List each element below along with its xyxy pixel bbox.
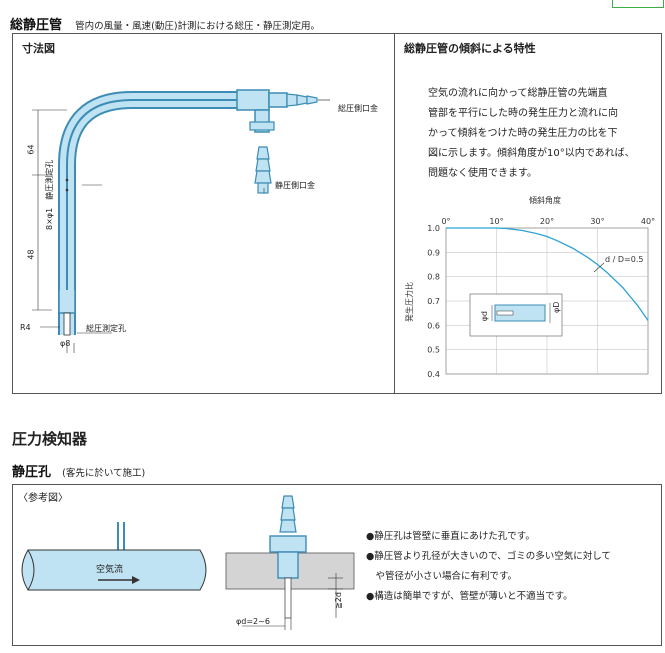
static-holes-label: 8×φ1 静圧測定孔 bbox=[44, 160, 55, 230]
note-item: ●静圧管より孔径が大きいので、ゴミの多い空気に対して bbox=[366, 551, 611, 562]
pipe-center bbox=[66, 99, 237, 335]
x-tick-label: 10° bbox=[489, 217, 503, 226]
y-axis-label: 発生圧力比 bbox=[404, 282, 414, 322]
description-line-4: 図に示します。傾斜角度が10°以内であれば、 bbox=[428, 148, 635, 159]
static-branch-nut bbox=[249, 121, 275, 131]
x-tick-label: 0° bbox=[441, 217, 450, 226]
note-item: ●静圧孔は管壁に垂直にあけた孔です。 bbox=[366, 531, 535, 542]
chart-title: 傾斜角度 bbox=[529, 195, 561, 205]
chart-inset: φd φD bbox=[469, 293, 563, 337]
r4-label: R4 bbox=[20, 323, 31, 332]
total-hole-label: 総圧測定孔 bbox=[86, 324, 126, 333]
hole-diameter-label: φd=2~6 bbox=[236, 617, 270, 626]
description-line-1: 空気の流れに向かって総静圧管の先端直 bbox=[428, 88, 608, 99]
x-tick-label: 20° bbox=[540, 217, 554, 226]
x-tick-labels: 0° 10° 20° 30° 40° bbox=[441, 217, 655, 226]
duct-drawing bbox=[21, 522, 207, 591]
y-tick-label: 0.5 bbox=[427, 346, 440, 355]
dim-48: 48 bbox=[26, 249, 36, 260]
y-tick-label: 0.8 bbox=[427, 273, 440, 282]
section2-subheader: 静圧孔 (客先に於いて施工) bbox=[12, 461, 145, 480]
y-tick-label: 0.7 bbox=[427, 297, 440, 306]
y-tick-labels: 1.0 0.9 0.8 0.7 0.6 0.5 0.4 bbox=[427, 224, 440, 379]
note-item: ●構造は簡単ですが、管壁が薄いと不適当です。 bbox=[366, 591, 573, 602]
static-hole bbox=[284, 577, 292, 619]
static-holes bbox=[65, 178, 69, 192]
series-label: d / D=0.5 bbox=[605, 255, 643, 264]
section-header: 総静圧管 管内の風量・風速(動圧)計測における総圧・静圧測定用。 bbox=[10, 14, 320, 33]
y-tick-label: 1.0 bbox=[427, 224, 440, 233]
description-line-3: かって傾斜をつけた時の発生圧力の比を下 bbox=[428, 128, 618, 139]
fitting-thread bbox=[277, 551, 299, 579]
product-panel bbox=[12, 33, 662, 394]
series-annotation: d / D=0.5 bbox=[593, 255, 643, 273]
characteristic-title: 総静圧管の傾斜による特性 bbox=[404, 42, 536, 55]
chart-series bbox=[446, 227, 649, 321]
dimension-drawing bbox=[32, 89, 330, 353]
dimension-drawing-title: 寸法図 bbox=[22, 42, 55, 55]
x-tick-label: 40° bbox=[641, 217, 655, 226]
total-port-label: 総圧側口金 bbox=[338, 104, 378, 113]
y-tick-label: 0.4 bbox=[427, 370, 440, 379]
description: 空気の流れに向かって総静圧管の先端直 管部を平行にした時の発生圧力と流れに向 か… bbox=[428, 84, 656, 184]
drawing-labels: 総圧側口金 静圧側口金 64 48 8×φ1 静圧測定孔 R4 φ8 総圧測定孔 bbox=[20, 55, 390, 355]
static-holes-text: 8×φ1 静圧測定孔 bbox=[45, 159, 54, 230]
y-tick-label: 0.9 bbox=[427, 248, 440, 257]
subsection-title: 静圧孔 bbox=[12, 465, 52, 480]
hose-barb bbox=[279, 495, 297, 533]
phi8-label: φ8 bbox=[60, 339, 71, 348]
wall-section-drawing bbox=[225, 495, 355, 630]
reference-panel bbox=[12, 484, 662, 646]
duct-body bbox=[21, 549, 207, 591]
dim-64: 64 bbox=[26, 144, 36, 155]
static-port-label: 静圧側口金 bbox=[275, 181, 315, 190]
notes-list: ●静圧孔は管壁に垂直にあけた孔です。 ●静圧管より孔径が大きいので、ゴミの多い空… bbox=[366, 527, 656, 607]
flow-label: 空気流 bbox=[96, 565, 124, 575]
dimension-lines bbox=[32, 109, 112, 353]
reference-label: 〈参考図〉 bbox=[18, 493, 68, 504]
characteristic-chart: 傾斜角度 0° 10° 20° 30° 40° 1.0 0.9 0.8 0.7 0.6 0.5 0.… bbox=[404, 195, 655, 379]
inset-D-label: φD bbox=[552, 302, 561, 313]
inset-d-label: φd bbox=[480, 311, 489, 321]
section-title: 総静圧管 bbox=[10, 18, 63, 33]
tip-nose bbox=[63, 312, 71, 336]
total-port-barb bbox=[286, 93, 318, 107]
note-item: や管径が小さい場合に有利です。 bbox=[366, 571, 518, 582]
panel-divider bbox=[394, 33, 395, 393]
static-port-barb bbox=[254, 146, 272, 194]
section2-title: 圧力検知器 bbox=[12, 430, 88, 448]
section-subtitle: 管内の風量・風速(動圧)計測における総圧・静圧測定用。 bbox=[75, 21, 321, 32]
description-line-5: 問題なく使用できます。 bbox=[428, 168, 537, 179]
x-tick-label: 30° bbox=[590, 217, 604, 226]
hex-nut bbox=[269, 535, 307, 553]
series-line bbox=[446, 227, 649, 321]
thickness-label: ≧2d bbox=[333, 592, 343, 609]
description-line-2: 管部を平行にした時の発生圧力と流れに向 bbox=[428, 108, 618, 119]
wall-dimensions bbox=[242, 573, 343, 630]
subsection-note: (客先に於いて施工) bbox=[62, 468, 146, 479]
y-tick-label: 0.6 bbox=[427, 321, 440, 330]
corner-tab bbox=[612, 0, 664, 8]
